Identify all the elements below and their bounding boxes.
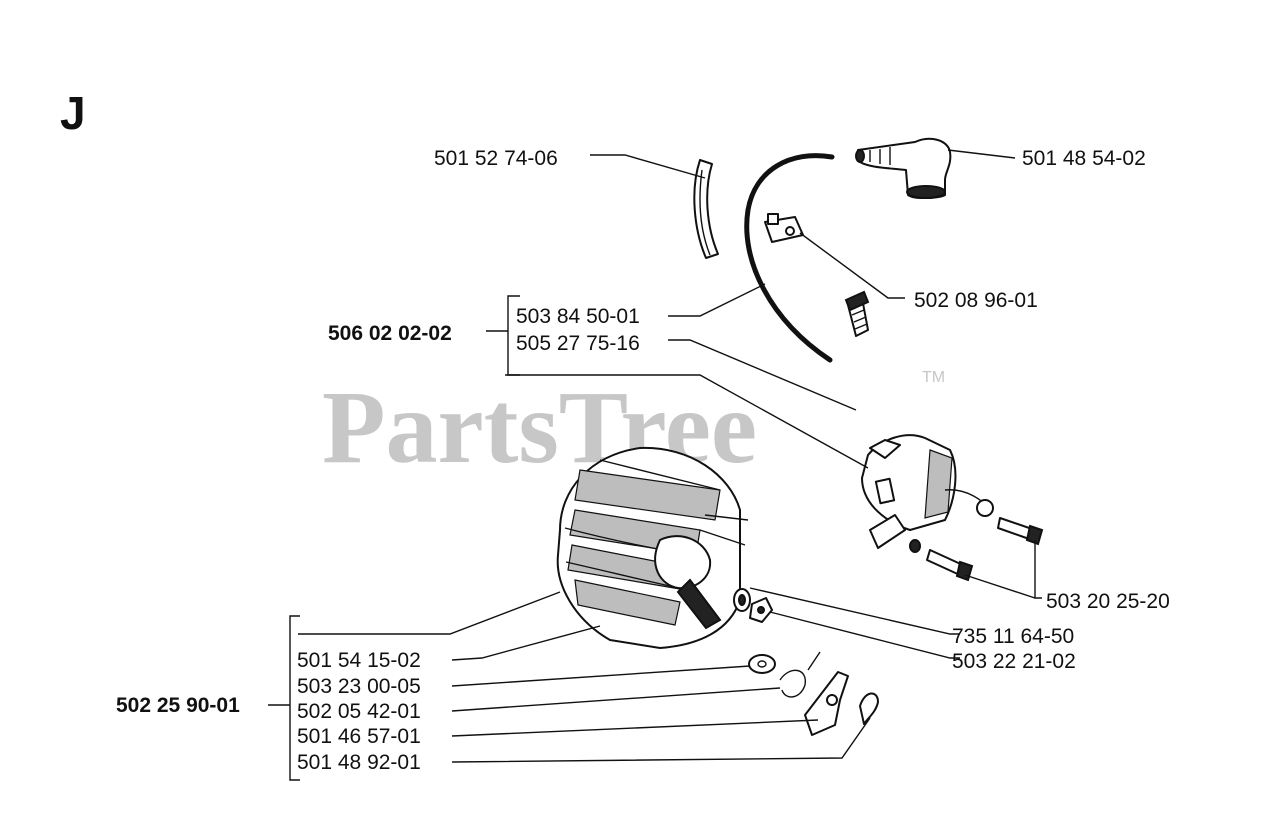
label-washer: 735 11 64-50 <box>952 625 1074 648</box>
section-letter: J <box>60 87 86 139</box>
leader-lines <box>298 149 1042 763</box>
label-flywheel-kit: 502 25 90-01 <box>116 694 240 717</box>
nut-icon <box>749 597 773 623</box>
label-spark-plug-boot-tube: 501 52 74-06 <box>434 147 558 170</box>
watermark-trademark: TM <box>922 369 945 386</box>
label-ignition-module: 505 27 75-16 <box>516 332 640 355</box>
ignition-kit-bracket <box>486 295 520 376</box>
spring-icon <box>779 651 821 698</box>
pawl-pin-icon <box>859 692 879 725</box>
screw-icon <box>844 290 870 337</box>
label-module-screws: 503 20 25-20 <box>1046 590 1170 613</box>
clip-icon <box>764 213 804 243</box>
label-nut: 503 22 21-02 <box>952 650 1076 673</box>
label-clip: 502 08 96-01 <box>914 289 1038 312</box>
module-screws-icon <box>909 517 1044 582</box>
label-pawl: 501 46 57-01 <box>297 725 421 748</box>
label-flywheel: 501 54 15-02 <box>297 649 421 672</box>
flywheel-icon <box>556 446 749 649</box>
washer-icon <box>733 588 751 612</box>
label-ignition-cable: 503 84 50-01 <box>516 305 640 328</box>
spark-plug-boot-tube-icon <box>693 159 719 259</box>
spark-plug-cap-icon <box>855 137 952 199</box>
flywheel-washer-icon <box>748 654 776 674</box>
ignition-module-icon <box>861 434 994 549</box>
ignition-cable-icon <box>744 153 835 363</box>
label-spark-plug-cap: 501 48 54-02 <box>1022 147 1146 170</box>
label-spring: 502 05 42-01 <box>297 700 421 723</box>
label-pawl-pin: 501 48 92-01 <box>297 751 421 774</box>
pawl-icon <box>804 671 849 736</box>
label-ignition-kit: 506 02 02-02 <box>328 322 452 345</box>
label-flywheel-washer: 503 23 00-05 <box>297 675 421 698</box>
flywheel-kit-bracket <box>268 615 300 781</box>
